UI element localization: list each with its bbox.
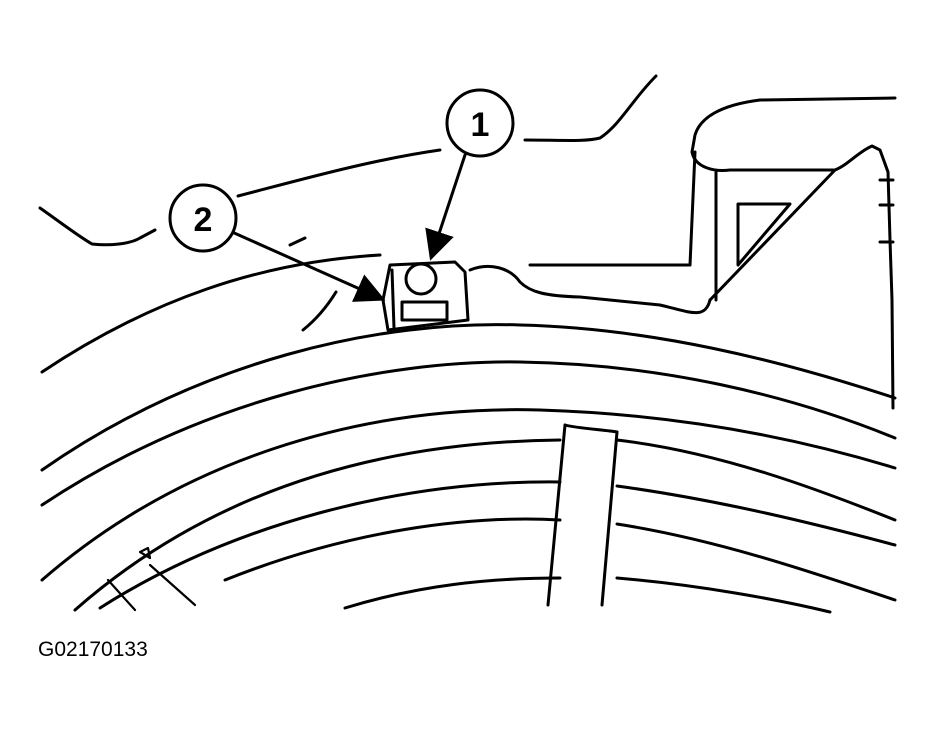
component-bracket bbox=[381, 260, 470, 332]
callout-2: 2 bbox=[168, 183, 238, 253]
leader-arrow-2 bbox=[230, 230, 386, 302]
callout-2-number: 2 bbox=[194, 201, 213, 239]
wheel-arcs bbox=[40, 253, 897, 614]
lower-left-bracket bbox=[106, 546, 197, 612]
leader-lines bbox=[230, 153, 467, 302]
indicator-knob bbox=[404, 262, 438, 296]
right-housing bbox=[468, 96, 897, 410]
leader-arrow-1 bbox=[425, 153, 467, 261]
vertical-strut bbox=[546, 423, 619, 607]
upper-body-contours bbox=[38, 74, 658, 332]
callout-1-number: 1 bbox=[471, 106, 490, 144]
callout-1: 1 bbox=[445, 88, 515, 158]
figure-id: G02170133 bbox=[38, 638, 148, 661]
indicator-label-plate bbox=[400, 300, 449, 322]
